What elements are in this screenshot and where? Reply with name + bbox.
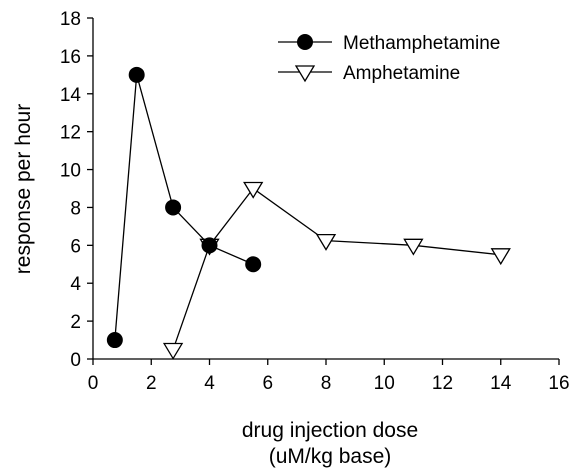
y-axis-title: response per hour	[12, 104, 35, 274]
x-axis-title-line-2: (uM/kg base)	[269, 445, 392, 468]
x-tick-label: 6	[262, 373, 273, 394]
x-tick-label: 10	[374, 373, 395, 394]
data-point-methamphetamine	[201, 237, 218, 254]
x-tick-label: 4	[204, 373, 215, 394]
data-point-methamphetamine	[245, 256, 262, 273]
x-axis-ticks: 0 2 4 6 8 10 12 14 16	[88, 359, 570, 394]
y-tick-label: 16	[60, 47, 81, 68]
y-tick-label: 10	[60, 161, 81, 182]
x-tick-label: 0	[88, 373, 99, 394]
x-tick-label: 8	[321, 373, 332, 394]
series-line-amphetamine	[172, 187, 501, 350]
data-point-methamphetamine	[106, 332, 123, 349]
y-tick-label: 6	[70, 236, 81, 257]
axes	[92, 18, 559, 360]
series-methamphetamine	[106, 66, 262, 349]
data-point-amphetamine	[315, 233, 337, 251]
data-point-amphetamine	[490, 248, 511, 266]
x-axis-title-line-1: drug injection dose	[242, 419, 418, 442]
series-layer	[106, 66, 511, 360]
x-tick-label: 16	[548, 373, 569, 394]
data-point-methamphetamine	[128, 66, 145, 83]
y-tick-label: 18	[60, 9, 81, 30]
y-axis-ticks: 0 2 4 6 8 10 12 14 16 18	[60, 9, 93, 371]
series-line-methamphetamine	[114, 74, 254, 341]
data-point-amphetamine	[403, 238, 424, 256]
y-tick-label: 12	[60, 123, 81, 144]
y-tick-label: 2	[70, 312, 81, 333]
series-amphetamine	[162, 181, 511, 360]
legend-marker-methamphetamine	[297, 34, 313, 50]
x-tick-label: 2	[146, 373, 157, 394]
x-tick-label: 14	[490, 373, 512, 394]
y-tick-label: 14	[60, 85, 82, 106]
y-tick-label: 0	[70, 350, 81, 371]
data-point-amphetamine	[162, 342, 184, 360]
legend-label-methamphetamine: Methamphetamine	[343, 33, 500, 54]
data-point-amphetamine	[243, 181, 264, 199]
legend-label-amphetamine: Amphetamine	[343, 63, 460, 84]
y-tick-label: 4	[70, 274, 81, 295]
y-tick-label: 8	[70, 198, 81, 219]
data-point-methamphetamine	[165, 199, 182, 216]
legend-marker-amphetamine	[294, 65, 316, 83]
x-tick-label: 12	[432, 373, 453, 394]
